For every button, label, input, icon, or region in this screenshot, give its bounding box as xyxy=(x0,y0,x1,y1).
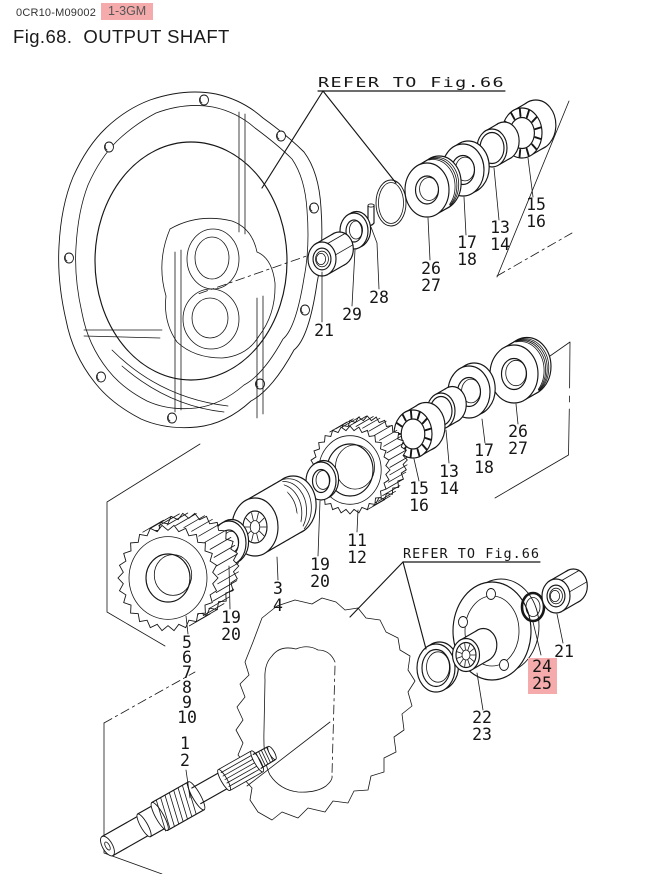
model-tag-highlight: 1-3GM xyxy=(101,3,154,20)
callout-washer-right: 19 xyxy=(310,555,330,574)
upper-parts-row xyxy=(307,99,557,277)
refer-notes-group: REFER TO Fig.66 REFER TO Fig.66 xyxy=(261,75,541,650)
callout-ball-bearing-top: 26 xyxy=(421,259,441,278)
callout-spacer-top: 14 xyxy=(490,235,510,254)
boundary-chain-lines xyxy=(103,100,573,874)
callout-ball-bearing-mid: 26 xyxy=(508,422,528,441)
highlight-24-25 xyxy=(528,658,557,694)
callout-nut-top: 21 xyxy=(314,321,334,340)
refer-note-top: REFER TO Fig.66 xyxy=(318,75,505,91)
callout-shaft: 2 xyxy=(180,751,190,770)
document-code: 0CR10-M09002 xyxy=(16,7,97,19)
refer-note-bottom: REFER TO Fig.66 xyxy=(403,546,540,562)
callout-gear-cluster: 8 xyxy=(182,678,192,697)
callout-spring-pin: 28 xyxy=(369,288,389,307)
callout-gear-cluster: 5 xyxy=(182,633,192,652)
callout-gear-cluster: 7 xyxy=(182,663,192,682)
gear-case-drawing xyxy=(235,597,416,821)
callout-coupling-flange: 23 xyxy=(472,725,492,744)
figure-title: Fig.68. OUTPUT SHAFT xyxy=(13,26,230,47)
callout-output-gear: 12 xyxy=(347,548,367,567)
callout-needle-bearing-mid: 16 xyxy=(409,496,429,515)
callout-ball-bearing-top: 27 xyxy=(421,276,441,295)
callout-spacer-mid: 14 xyxy=(439,479,459,498)
callout-washer-left: 20 xyxy=(221,625,241,644)
leader-lines xyxy=(185,157,564,799)
callout-needle-bearing-top: 16 xyxy=(526,212,546,231)
callout-output-gear: 11 xyxy=(347,531,367,550)
mounting-housing-drawing xyxy=(58,91,323,429)
callout-washer-right: 20 xyxy=(310,572,330,591)
callout-thrust-washer-mid: 18 xyxy=(474,458,494,477)
callout-spacer-top: 13 xyxy=(490,218,510,237)
part-number-callouts: 1516131417182627282921262717181314151611… xyxy=(177,195,574,770)
callout-shaft: 1 xyxy=(180,734,190,753)
callout-gear-cluster: 10 xyxy=(177,708,197,727)
gear-parts-row xyxy=(117,336,552,632)
callout-gear-set-front: 4 xyxy=(273,596,283,615)
callout-o-ring: 25 xyxy=(532,674,552,693)
flange-parts-group xyxy=(416,568,588,693)
callout-coupling-flange: 22 xyxy=(472,708,492,727)
callout-washer-left: 19 xyxy=(221,608,241,627)
callout-thrust-washer-mid: 17 xyxy=(474,441,494,460)
callout-thrust-washer-top: 17 xyxy=(457,233,477,252)
callout-needle-bearing-mid: 15 xyxy=(409,479,429,498)
callout-o-ring: 24 xyxy=(532,657,552,676)
callout-needle-bearing-top: 15 xyxy=(526,195,546,214)
callout-gear-set-front: 3 xyxy=(273,579,283,598)
callout-gear-cluster: 6 xyxy=(182,648,192,667)
callout-thrust-washer-top: 18 xyxy=(457,250,477,269)
callout-ball-bearing-mid: 27 xyxy=(508,439,528,458)
callout-spacer-mid: 13 xyxy=(439,462,459,481)
callout-nut-bottom: 21 xyxy=(554,642,574,661)
callout-gear-cluster: 9 xyxy=(182,693,192,712)
callout-lock-washer: 29 xyxy=(342,305,362,324)
